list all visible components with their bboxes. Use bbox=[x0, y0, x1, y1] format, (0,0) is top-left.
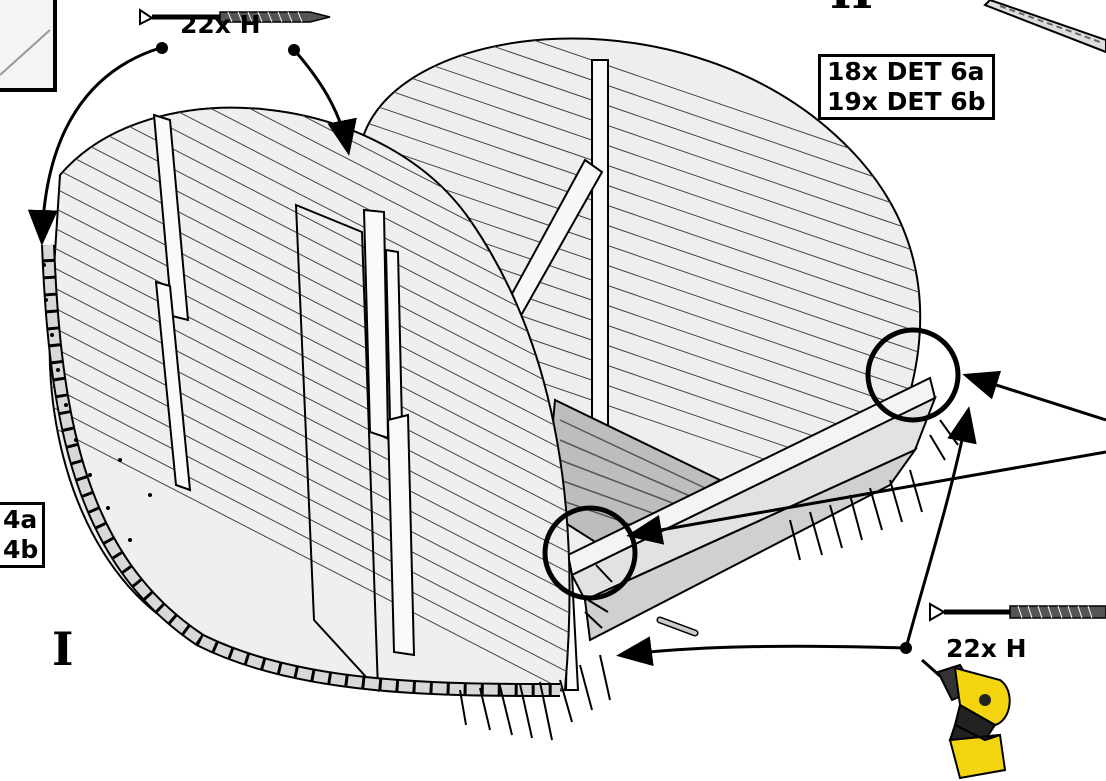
parts-list-box-right: 18x DET 6a 19x DET 6b bbox=[818, 54, 995, 120]
screw-dots-left bbox=[42, 263, 152, 542]
screws-bottom bbox=[459, 419, 959, 741]
parts-list-left-line-1: 4a bbox=[3, 505, 38, 534]
drill-icon bbox=[921, 658, 1011, 780]
arrow-origin-dot-top-right bbox=[288, 44, 300, 56]
front-wall bbox=[48, 106, 571, 695]
top-step-label-fragment: II bbox=[830, 0, 873, 19]
screw-icon-right bbox=[929, 602, 1106, 622]
arrow-origin-dot-right bbox=[900, 642, 912, 654]
parts-list-line-1: 18x DET 6a bbox=[827, 57, 985, 86]
rail-top-right bbox=[983, 0, 1106, 54]
step-label: I bbox=[52, 622, 74, 676]
highlight-circle-corner bbox=[865, 327, 961, 423]
parts-list-left-line-2: 4b bbox=[3, 535, 39, 564]
arrow-origin-dot-top bbox=[156, 42, 168, 54]
highlight-circle-rail-end bbox=[542, 505, 638, 601]
parts-list-box-left: 4a 4b bbox=[0, 502, 46, 568]
screw-icon-top bbox=[139, 8, 331, 26]
parts-list-line-2: 19x DET 6b bbox=[827, 87, 986, 116]
callout-arrows bbox=[27, 46, 1106, 667]
inset-frame-top-left bbox=[0, 0, 57, 92]
screw-count-label-top: 22x H bbox=[180, 10, 261, 39]
screw-count-label-right: 22x H bbox=[946, 634, 1027, 663]
curved-edge-boards bbox=[41, 244, 561, 697]
